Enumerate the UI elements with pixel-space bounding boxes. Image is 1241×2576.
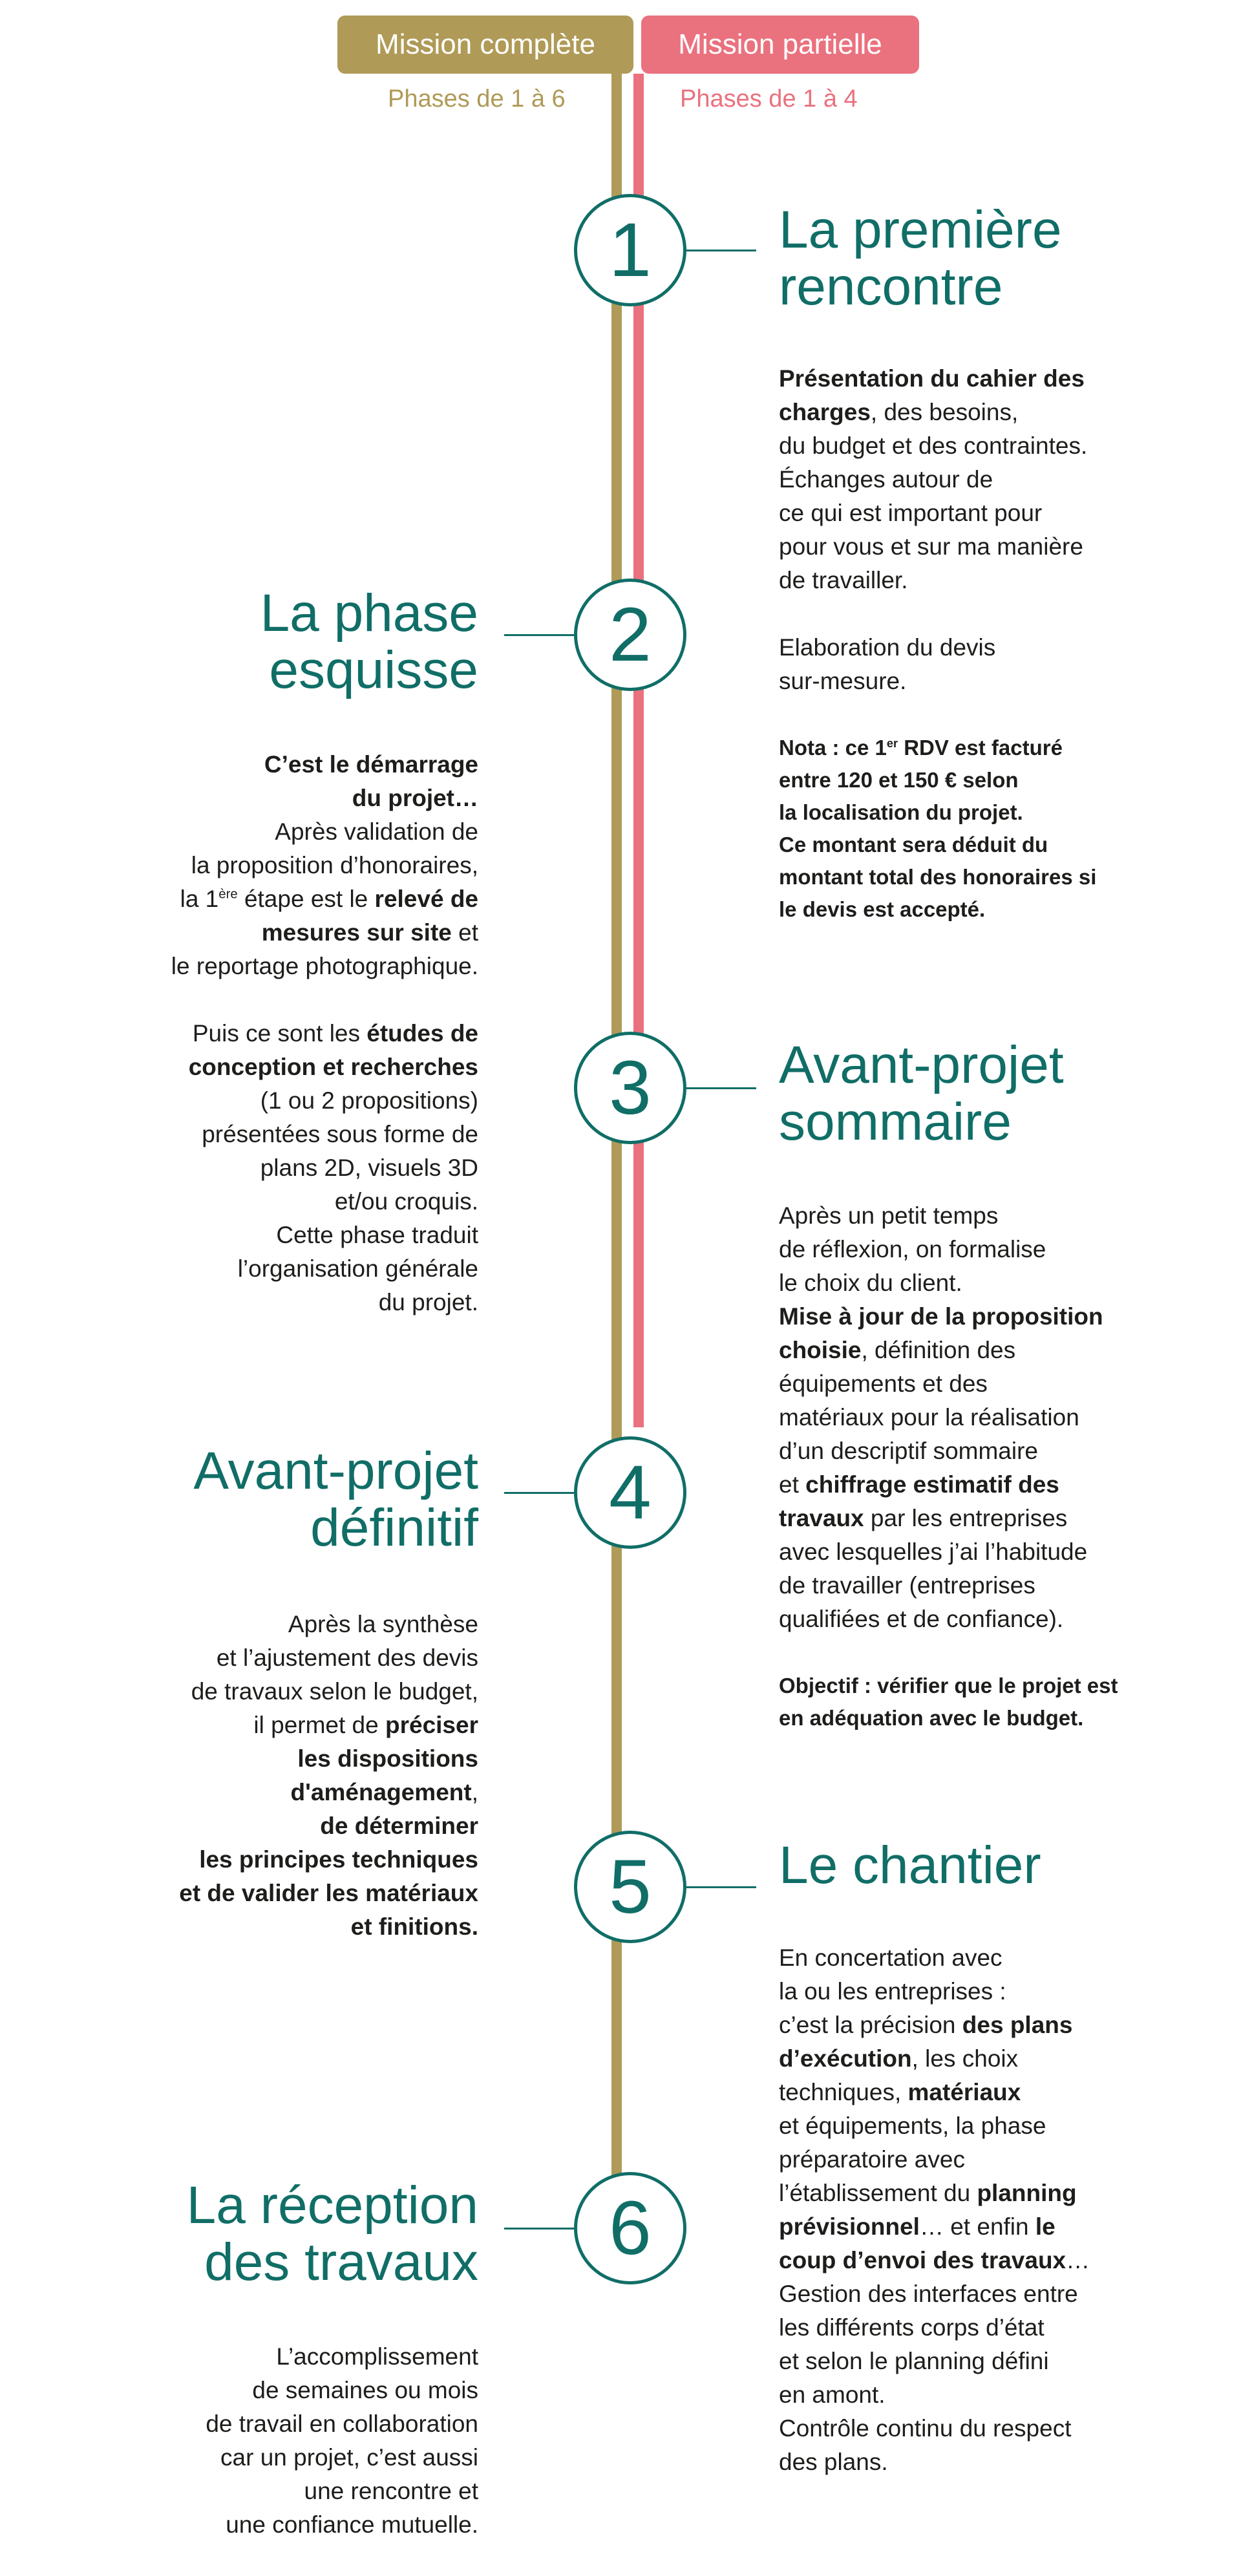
step-4-connector: [504, 1492, 574, 1494]
step-3-circle: 3: [574, 1032, 686, 1144]
phases-full-label: Phases de 1 à 6: [388, 85, 566, 112]
step-4-circle: 4: [574, 1436, 686, 1549]
step-1-circle: 1: [574, 194, 686, 306]
step-6-circle: 6: [574, 2172, 686, 2284]
step-1-connector: [686, 250, 756, 251]
mission-complete-tag: Mission complète: [337, 16, 633, 74]
step-5-title: Le chantier: [779, 1836, 1041, 1895]
step-5-circle: 5: [574, 1831, 686, 1943]
step-2-connector: [504, 634, 574, 636]
step-5-connector: [686, 1886, 756, 1888]
mission-partial-tag: Mission partielle: [641, 16, 919, 74]
phases-partial-label: Phases de 1 à 4: [680, 85, 858, 112]
step-2-circle: 2: [574, 579, 686, 691]
step-3-connector: [686, 1087, 756, 1089]
step-6-connector: [504, 2228, 574, 2230]
